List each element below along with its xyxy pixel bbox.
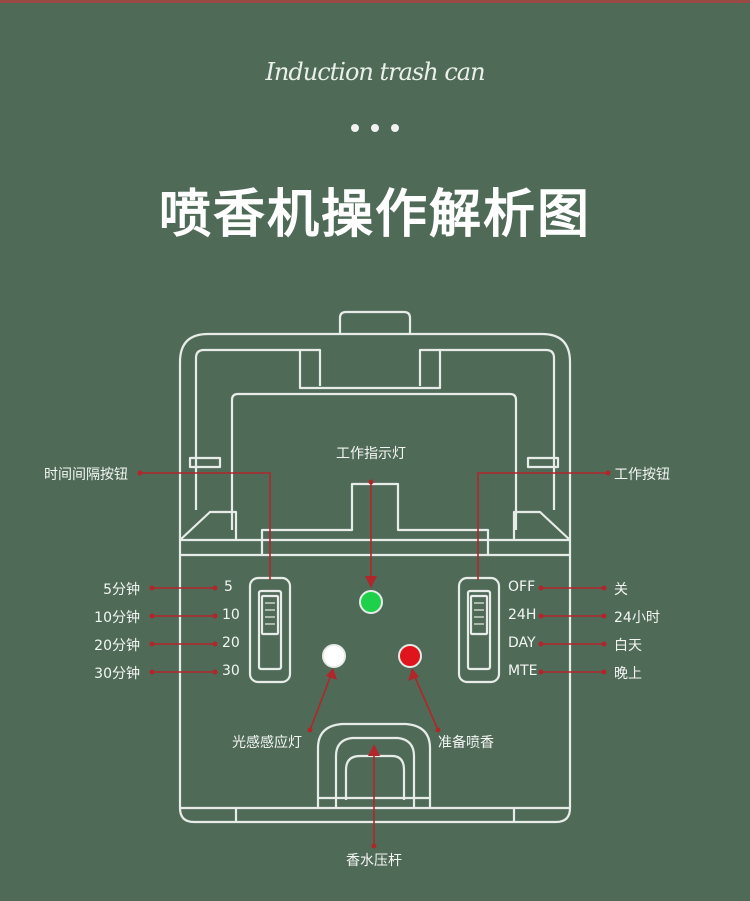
brand-script: Induction trash can xyxy=(265,58,485,86)
right-switch-track xyxy=(466,589,492,671)
dot xyxy=(371,124,379,132)
label-interval-button: 时间间隔按钮 xyxy=(44,467,128,483)
right-row-code: 24H xyxy=(508,607,537,623)
work-indicator-led xyxy=(359,590,383,614)
left-row-name: 20分钟 xyxy=(94,638,140,654)
left-row-name: 10分钟 xyxy=(94,610,140,626)
decor-dots xyxy=(0,124,750,132)
dot xyxy=(351,124,359,132)
right-row-name: 白天 xyxy=(614,638,642,654)
left-row-value: 30 xyxy=(222,663,240,679)
lever-key xyxy=(344,754,406,800)
right-switch-knob xyxy=(469,594,489,636)
label-work-indicator: 工作指示灯 xyxy=(336,446,406,462)
top-accent-bar xyxy=(0,0,750,3)
inner-panel xyxy=(230,392,518,530)
left-switch-knob xyxy=(260,594,280,636)
label-ready-spray: 准备喷香 xyxy=(438,735,494,751)
label-press-lever: 香水压杆 xyxy=(346,853,402,869)
right-row-code: DAY xyxy=(508,635,536,651)
left-switch-track xyxy=(257,589,283,671)
left-row-name: 5分钟 xyxy=(103,582,140,598)
right-switch-frame xyxy=(457,576,501,684)
arrow-work-indicator xyxy=(365,576,377,588)
leader-light-sensor xyxy=(309,674,332,731)
body-outer xyxy=(178,538,572,824)
lever-housing xyxy=(316,722,432,808)
handle-hub xyxy=(300,348,440,386)
light-sensor-led xyxy=(322,644,346,668)
arrow-press-lever xyxy=(368,744,380,756)
right-slot xyxy=(526,456,560,469)
right-row-name: 晚上 xyxy=(614,666,642,682)
page-title: 喷香机操作解析图 xyxy=(158,185,591,245)
arrow-ready-spray xyxy=(408,668,419,681)
left-row-name: 30分钟 xyxy=(94,666,140,682)
left-row-value: 20 xyxy=(222,635,240,651)
handle-outer xyxy=(178,332,572,540)
handle-inner xyxy=(194,348,556,510)
left-row-value: 5 xyxy=(224,579,233,595)
lever-inner xyxy=(334,736,416,808)
leader-ready-spray xyxy=(413,674,439,731)
right-row-name: 24小时 xyxy=(614,610,660,626)
leader-work-button xyxy=(477,472,608,580)
left-switch-frame xyxy=(248,576,292,684)
right-shoulder xyxy=(512,510,571,541)
arrow-light-sensor xyxy=(326,668,337,680)
right-row-name: 关 xyxy=(614,582,628,598)
ready-spray-led xyxy=(398,644,422,668)
top-notch xyxy=(338,310,412,334)
right-row-code: MTE xyxy=(508,663,538,679)
label-work-button: 工作按钮 xyxy=(614,467,670,483)
left-slot xyxy=(188,456,222,469)
right-row-code: OFF xyxy=(508,579,536,595)
dot xyxy=(391,124,399,132)
left-shoulder xyxy=(179,510,238,541)
lens-housing xyxy=(260,482,490,555)
left-row-value: 10 xyxy=(222,607,240,623)
label-light-sensor: 光感感应灯 xyxy=(232,735,302,751)
leader-interval-button xyxy=(140,472,271,580)
